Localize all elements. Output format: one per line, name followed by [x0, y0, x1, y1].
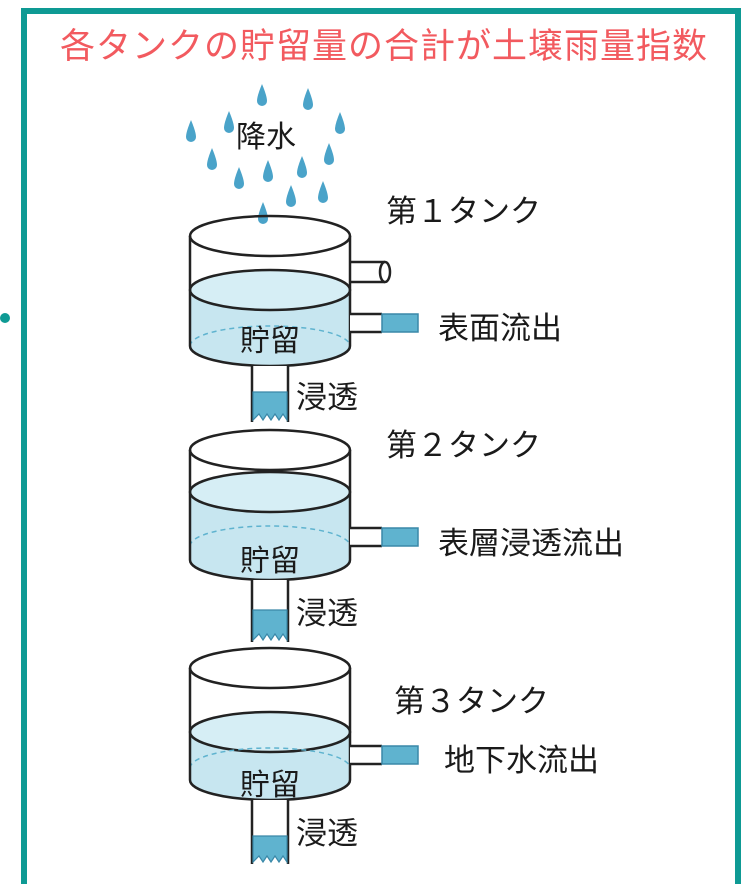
tank-1	[188, 214, 419, 422]
tank-2	[188, 428, 419, 642]
frame-border	[21, 8, 741, 884]
raindrop-icon	[335, 112, 345, 134]
raindrop-icon	[207, 148, 217, 170]
tank-1-storage-label: 貯留	[240, 324, 300, 359]
raindrop-icon	[318, 181, 328, 203]
tank-1-infiltration-label: 浸透	[296, 380, 358, 416]
tank-1-name: 第１タンク	[386, 194, 541, 230]
raindrop-icon	[286, 185, 296, 207]
raindrop-icon	[234, 167, 244, 189]
raindrop-icon	[257, 84, 267, 106]
raindrops	[186, 84, 345, 224]
tank-3-outflow-label: 地下水流出	[444, 743, 599, 779]
diagram-title: 各タンクの貯留量の合計が土壌雨量指数	[59, 27, 708, 67]
raindrop-icon	[324, 143, 334, 165]
tank-3	[188, 646, 419, 864]
raindrop-icon	[258, 202, 268, 224]
tank-1-outflow-label: 表面流出	[438, 311, 562, 347]
tank-3-infiltration-label: 浸透	[296, 816, 358, 852]
raindrop-icon	[224, 111, 234, 133]
raindrop-icon	[303, 88, 313, 110]
tank-2-outflow-label: 表層浸透流出	[438, 526, 624, 562]
tank-2-storage-label: 貯留	[240, 544, 300, 579]
tank-2-infiltration-label: 浸透	[296, 596, 358, 632]
tank-3-storage-label: 貯留	[240, 768, 300, 803]
tank-3-name: 第３タンク	[394, 684, 549, 720]
raindrop-icon	[297, 156, 307, 178]
raindrop-icon	[263, 160, 273, 182]
raindrop-icon	[186, 120, 196, 142]
rain-label: 降水	[236, 120, 296, 155]
tank-2-name: 第２タンク	[386, 428, 541, 464]
frame-marker-dot	[0, 313, 10, 323]
